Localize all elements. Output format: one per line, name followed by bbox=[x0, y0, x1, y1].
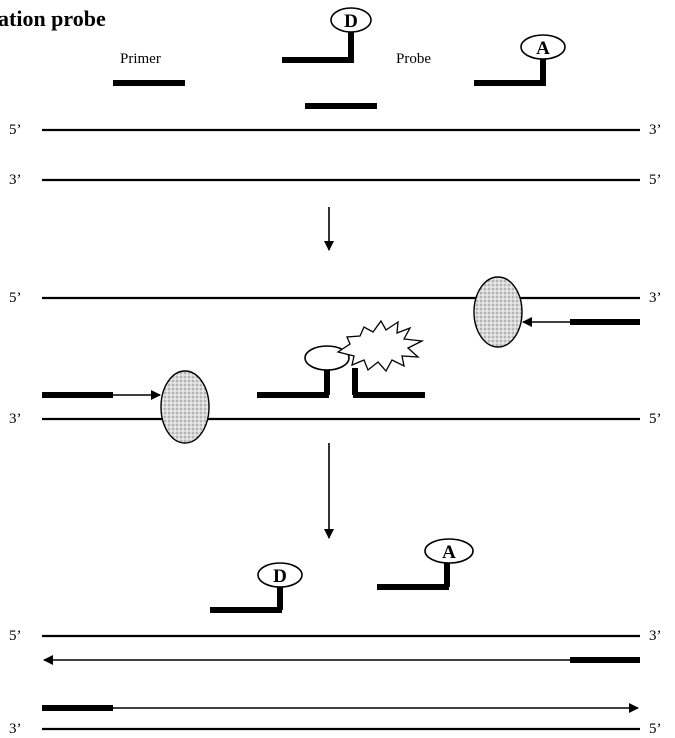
strand-end-label: 5’ bbox=[9, 122, 22, 138]
strand-end-label: 3’ bbox=[649, 122, 662, 138]
donor-tag: D bbox=[273, 566, 287, 587]
strand-end-label: 3’ bbox=[9, 721, 22, 737]
fluorescence-burst-icon bbox=[336, 319, 425, 373]
strand-end-label: 5’ bbox=[649, 172, 662, 188]
acceptor-dye-icon bbox=[424, 538, 474, 564]
stage-1: Primer Probe D A 5’ 3’ 3’ 5’ bbox=[9, 7, 662, 188]
stage-3: D A 5’ 3’ 3’ 5’ bbox=[9, 538, 662, 737]
polymerase-icon bbox=[160, 370, 210, 444]
strand-end-label: 5’ bbox=[9, 290, 22, 306]
primer-label: Primer bbox=[120, 51, 161, 67]
polymerase-icon bbox=[473, 276, 523, 348]
strand-end-label: 5’ bbox=[9, 628, 22, 644]
diagram-title: ation probe bbox=[0, 6, 106, 31]
acceptor-tag: A bbox=[442, 542, 456, 563]
strand-end-label: 5’ bbox=[649, 411, 662, 427]
strand-end-label: 3’ bbox=[9, 411, 22, 427]
strand-end-label: 3’ bbox=[9, 172, 22, 188]
acceptor-probe: A bbox=[474, 34, 566, 86]
probe-label: Probe bbox=[396, 51, 431, 67]
strand-end-label: 3’ bbox=[649, 290, 662, 306]
donor-dye-icon bbox=[330, 7, 372, 33]
donor-dye-icon bbox=[257, 562, 303, 588]
acceptor-dye-icon bbox=[520, 34, 566, 60]
stage-2: 5’ 3’ 3’ 5’ bbox=[9, 276, 662, 444]
strand-end-label: 5’ bbox=[649, 721, 662, 737]
donor-probe: D bbox=[282, 7, 372, 63]
acceptor-tag: A bbox=[536, 38, 550, 59]
donor-tag: D bbox=[344, 11, 358, 32]
strand-end-label: 3’ bbox=[649, 628, 662, 644]
